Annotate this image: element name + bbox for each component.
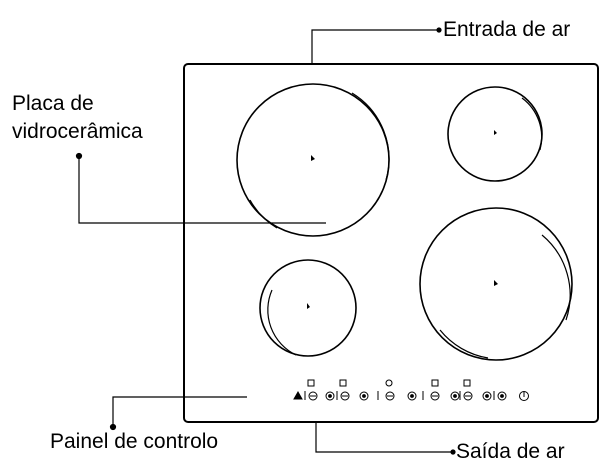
- control-panel-label: Painel de controlo: [50, 430, 218, 453]
- plus-icon[interactable]: [450, 391, 460, 401]
- callout-control-panel: [109, 396, 247, 431]
- callout-glass-plate: [75, 152, 326, 224]
- minus-icon[interactable]: [385, 391, 395, 401]
- power-icon[interactable]: [519, 391, 529, 401]
- hob-outline: [183, 63, 599, 423]
- control-panel: [293, 379, 529, 401]
- cooking-zone-top-right: [447, 86, 543, 182]
- boost-icon[interactable]: [497, 391, 507, 401]
- glass-plate-label-line2: vidrocerâmica: [12, 120, 143, 143]
- plus-icon[interactable]: [325, 391, 335, 401]
- lock-icon[interactable]: [293, 390, 303, 400]
- cooking-zone-top-left: [236, 83, 390, 237]
- zone-indicator: [463, 379, 471, 387]
- timer-indicator: [385, 379, 393, 387]
- callout-air-inlet: [311, 27, 442, 64]
- plus-icon[interactable]: [482, 391, 492, 401]
- minus-icon[interactable]: [430, 391, 440, 401]
- callout-air-outlet: [315, 422, 456, 455]
- minus-icon[interactable]: [308, 391, 318, 401]
- minus-icon[interactable]: [340, 391, 350, 401]
- plus-icon[interactable]: [407, 391, 417, 401]
- air-inlet-label: Entrada de ar: [443, 18, 570, 41]
- cooking-zone-bottom-left: [259, 259, 357, 357]
- air-outlet-label: Saída de ar: [456, 440, 565, 460]
- minus-icon[interactable]: [463, 391, 473, 401]
- cooking-zone-bottom-right: [419, 207, 573, 361]
- zone-indicator: [307, 379, 315, 387]
- plus-icon[interactable]: [359, 391, 369, 401]
- zone-indicator: [431, 379, 439, 387]
- zone-indicator: [339, 379, 347, 387]
- glass-plate-label-line1: Placa de: [12, 92, 94, 115]
